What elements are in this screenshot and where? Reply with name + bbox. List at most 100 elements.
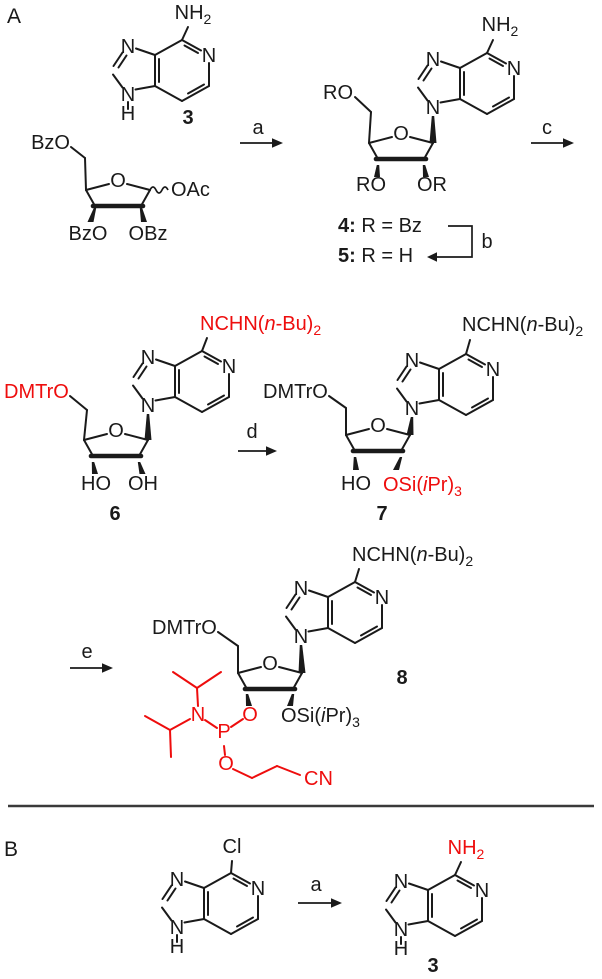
compound-7-ribose xyxy=(346,415,410,451)
nh2-main: NH xyxy=(175,2,204,24)
arrow-a-head xyxy=(272,138,283,148)
amino-group-label: NH2 xyxy=(448,837,485,862)
n1-hydrogen-label: H xyxy=(394,938,408,960)
silyl-post: Pr) xyxy=(427,474,454,496)
reaction-arrow-a: a xyxy=(240,117,283,148)
phosphorus-label: P xyxy=(217,721,230,743)
c2prime-wedge-bond xyxy=(287,694,295,706)
compound-3b-structure: NH2 H 3 xyxy=(385,837,491,977)
bzo-5prime-label: BzO xyxy=(31,132,70,154)
dmtro-label: DMTrO xyxy=(4,381,69,403)
anomeric-wavy-bond xyxy=(149,186,169,194)
compound-8-ribose xyxy=(238,653,302,689)
reaction-arrow-d: d xyxy=(238,421,277,456)
amidine-post: -Bu) xyxy=(428,544,466,566)
c5prime-bonds xyxy=(69,395,88,441)
compound-4-r-definition: R = Bz xyxy=(356,215,422,237)
compound-6-core xyxy=(132,346,238,418)
chloro-label: Cl xyxy=(223,836,242,858)
c5prime-bonds xyxy=(70,146,87,191)
c3prime-wedge-bond xyxy=(87,208,97,222)
silyl-post: Pr) xyxy=(325,705,352,727)
arrow-b-head xyxy=(427,252,437,262)
reaction-arrow-c: c xyxy=(531,117,574,148)
compound-7-number: 7 xyxy=(376,503,387,525)
compound-5-r-definition: R = H xyxy=(356,245,413,267)
n1-hydrogen-label: H xyxy=(170,936,184,958)
silyl-i-italic: i xyxy=(321,705,326,727)
amino-group-label: NH2 xyxy=(175,2,212,27)
amidine-pre: NCHN( xyxy=(200,313,265,335)
compound-3-number: 3 xyxy=(182,107,193,129)
c4-substituent-bond xyxy=(201,337,208,352)
c5prime-bonds xyxy=(328,395,347,436)
benzoyl-ribose-structure: BzO OAc BzO OBz xyxy=(31,132,210,245)
bzo-3prime-label: BzO xyxy=(69,223,108,245)
reaction-arrow-e: e xyxy=(70,641,113,673)
n1-hydrogen-label: H xyxy=(121,103,135,125)
step-a-label: a xyxy=(310,874,322,896)
arrow-e-head xyxy=(102,663,113,673)
amidine-pre: NCHN( xyxy=(462,314,527,336)
step-e-label: e xyxy=(81,641,92,663)
compound-8-structure: NCHN(n-Bu)2 DMTrO OSi(iPr)3 8 O P N O CN xyxy=(144,544,473,790)
chloro-precursor-structure: Cl H xyxy=(161,836,267,958)
c4-substituent-bond xyxy=(454,861,462,876)
oh-2prime-label: OH xyxy=(128,473,158,495)
compound-4-structure: NH2 RO RO OR 4: R = Bz 5: R = H xyxy=(323,14,523,267)
arrow-b-line xyxy=(437,225,473,258)
silyl-group-label: OSi(iPr)3 xyxy=(383,474,462,499)
reaction-arrow-b-a: a xyxy=(298,874,342,908)
glycosidic-wedge-bond xyxy=(144,414,152,440)
amidine-group-label: NCHN(n-Bu)2 xyxy=(200,313,321,338)
silyl-pre: OSi( xyxy=(383,474,423,496)
amino-nitrogen-label: N xyxy=(191,704,205,726)
phosphoramidite-group: O P N O CN xyxy=(144,671,333,790)
silyl-i-italic: i xyxy=(423,474,428,496)
silyl-group-label: OSi(iPr)3 xyxy=(281,705,360,730)
c4-substituent-bond xyxy=(230,860,233,874)
phosphoramidite-bonds xyxy=(144,671,301,779)
arrow-c-head xyxy=(563,138,574,148)
nh2-main: NH xyxy=(482,14,511,36)
amidine-group-label: NCHN(n-Bu)2 xyxy=(462,314,583,339)
compound-6-number: 6 xyxy=(109,503,120,525)
arrow-d-head xyxy=(266,446,277,456)
arrow-ba-head xyxy=(331,898,342,908)
o-3prime-label: O xyxy=(242,704,258,726)
amidine-post: -Bu) xyxy=(276,313,314,335)
nh2-sub: 2 xyxy=(477,846,485,862)
silyl-pre: OSi( xyxy=(281,705,321,727)
reaction-arrow-b: b xyxy=(427,225,493,262)
c5prime-bonds xyxy=(354,96,372,144)
c4-substituent-bond xyxy=(181,26,189,41)
c2prime-wedge-bond xyxy=(137,462,146,474)
amidine-post: -Bu) xyxy=(538,314,576,336)
ro-5prime-label: RO xyxy=(323,82,353,104)
sugar-ring xyxy=(86,170,150,206)
compound-4-number: 4: xyxy=(338,215,356,237)
c2prime-wedge-bond xyxy=(393,457,403,470)
compound-3b-number: 3 xyxy=(427,955,438,977)
amidine-pre: NCHN( xyxy=(352,544,417,566)
nh2-sub: 2 xyxy=(511,23,519,39)
c2prime-wedge-bond xyxy=(422,165,429,177)
c4-substituent-bond xyxy=(354,568,360,583)
chloro-precursor-core xyxy=(161,868,267,940)
compound-4-core xyxy=(417,48,523,120)
ro-3prime-label: RO xyxy=(356,174,386,196)
ho-3prime-label: HO xyxy=(81,473,111,495)
c3prime-wedge-bond xyxy=(353,457,359,470)
silyl-sub: 3 xyxy=(352,714,360,730)
compound-4-ribose xyxy=(369,123,433,159)
panel-a-label: A xyxy=(7,5,21,28)
compound-7-core xyxy=(396,349,502,421)
obz-2prime-label: OBz xyxy=(129,223,168,245)
or-2prime-label: OR xyxy=(417,174,447,196)
nh2-sub: 2 xyxy=(204,11,212,27)
dmtro-label: DMTrO xyxy=(263,381,328,403)
step-d-label: d xyxy=(246,421,257,443)
glycosidic-wedge-bond xyxy=(406,417,414,435)
glycosidic-wedge-bond xyxy=(429,116,437,143)
